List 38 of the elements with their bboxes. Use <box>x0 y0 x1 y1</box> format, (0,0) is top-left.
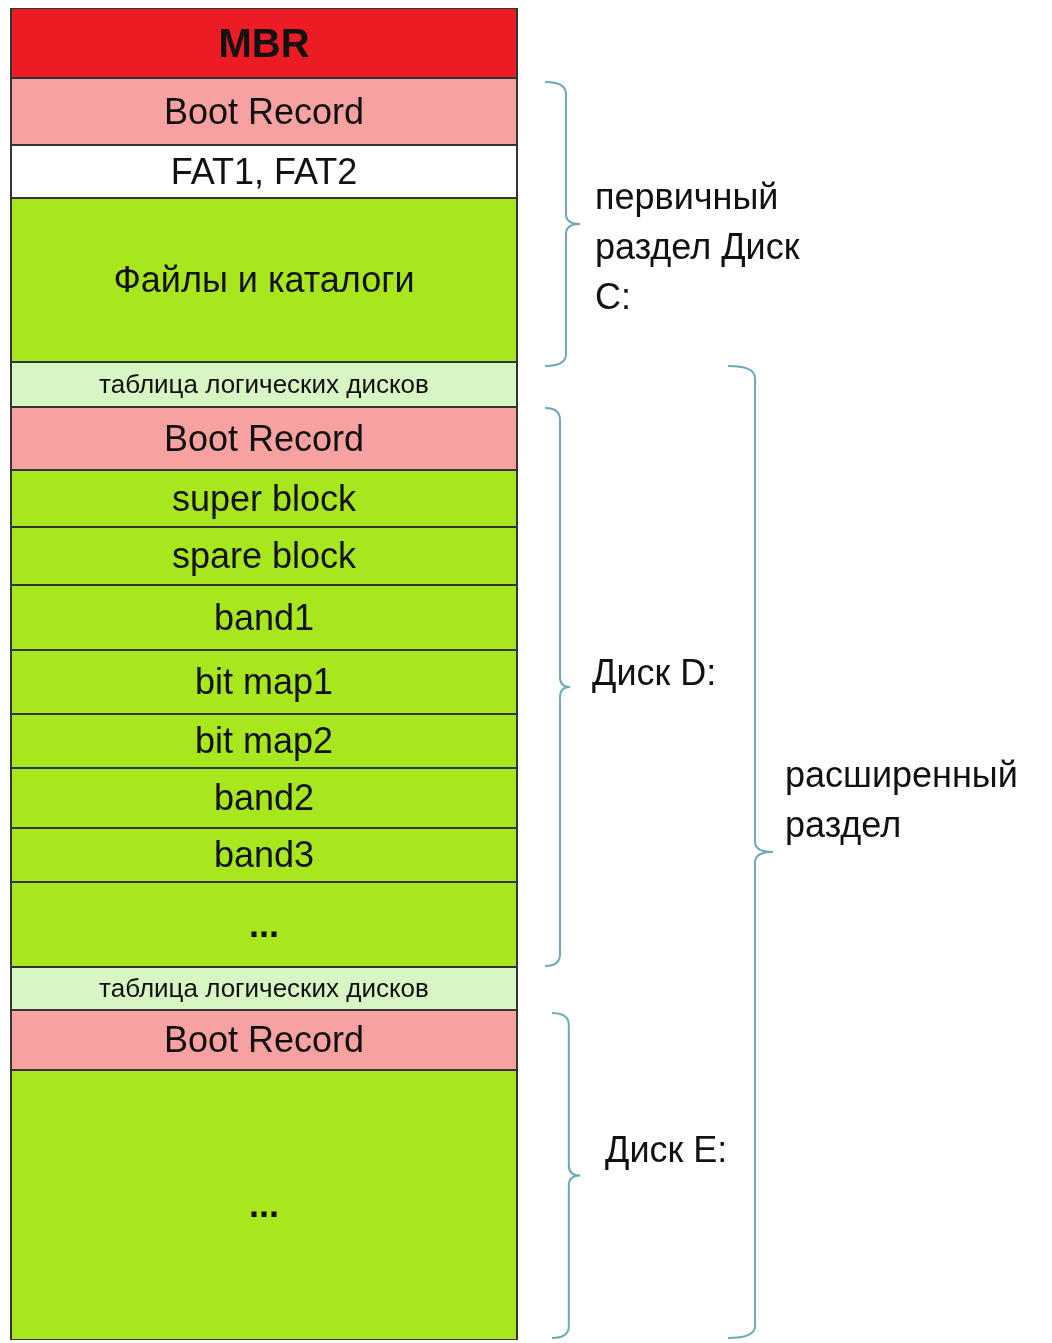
band-text: Boot Record <box>163 1019 365 1061</box>
band-text: Boot Record <box>163 417 365 460</box>
bracket-label: первичный раздел Диск C: <box>595 175 801 319</box>
band-text: таблица логических дисков <box>99 369 429 400</box>
data-band <box>10 828 518 882</box>
band-text: таблица логических дисков <box>99 973 429 1004</box>
boot-record-band <box>10 78 518 145</box>
bracket-label: Диск D: <box>592 651 718 695</box>
band-header <box>10 8 518 78</box>
table-band <box>10 967 518 1010</box>
band-text: super block <box>171 477 357 520</box>
data-band <box>10 527 518 585</box>
ellipsis: ... <box>249 1184 279 1226</box>
data-band <box>10 714 518 768</box>
bracket-label: Диск E: <box>605 1128 729 1172</box>
data-band <box>10 198 518 362</box>
data-band <box>10 882 518 967</box>
band-text: band2 <box>213 777 315 819</box>
data-band <box>10 1070 518 1340</box>
fat-band <box>10 145 518 198</box>
data-band <box>10 650 518 714</box>
band-text: FAT1, FAT2 <box>170 150 358 193</box>
bracket-label: расширенный раздел <box>785 753 1019 847</box>
table-band <box>10 362 518 407</box>
band-text: Boot Record <box>163 90 365 133</box>
band-text: spare block <box>171 535 357 577</box>
data-band <box>10 585 518 650</box>
band-text: bit map2 <box>194 720 334 762</box>
boot-record-band <box>10 1010 518 1070</box>
data-band <box>10 470 518 527</box>
band-text: band3 <box>213 834 315 876</box>
data-band <box>10 768 518 828</box>
band-text: bit map1 <box>194 661 334 703</box>
band-text: Файлы и каталоги <box>113 259 415 301</box>
ellipsis: ... <box>249 903 279 946</box>
band-text: band1 <box>213 596 315 639</box>
title-text: MBR <box>218 20 310 66</box>
boot-record-band <box>10 407 518 470</box>
